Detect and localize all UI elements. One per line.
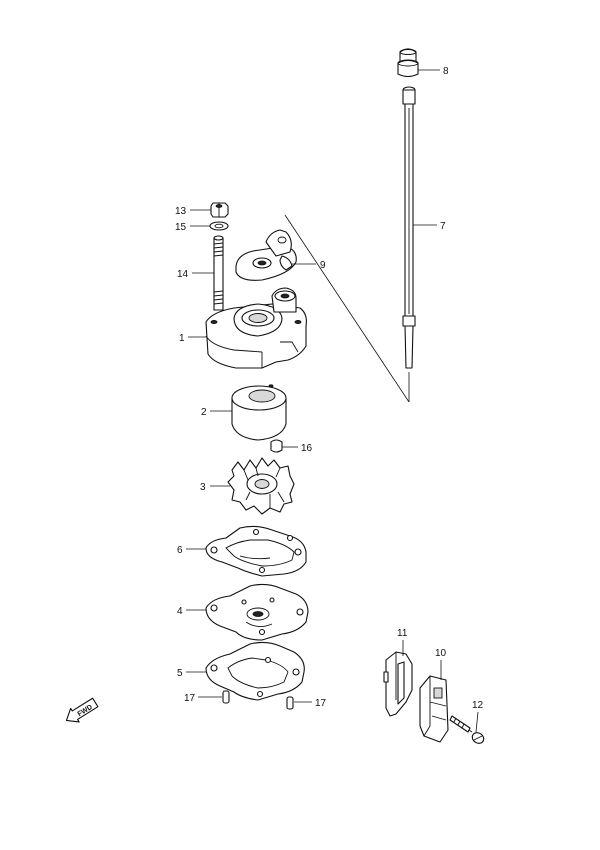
part-8-grommet bbox=[397, 48, 419, 78]
part-4-plate bbox=[205, 583, 309, 641]
callout-11: 11 bbox=[397, 628, 408, 639]
part-17-dowel-pin-right bbox=[286, 696, 294, 710]
part-1-pump-case bbox=[205, 287, 307, 369]
part-3-impeller bbox=[227, 457, 295, 515]
callout-6: 6 bbox=[177, 545, 183, 556]
part-16-key bbox=[270, 439, 283, 453]
part-17-dowel-pin-left bbox=[222, 690, 230, 704]
fwd-arrow: FWD bbox=[65, 697, 99, 723]
callout-2: 2 bbox=[201, 407, 207, 418]
callout-5: 5 bbox=[177, 668, 183, 679]
part-15-washer bbox=[209, 221, 229, 231]
leader-lines bbox=[186, 69, 479, 733]
callout-4: 4 bbox=[177, 606, 183, 617]
part-6-gasket bbox=[205, 525, 307, 577]
part-11-bracket bbox=[383, 651, 413, 717]
callout-16: 16 bbox=[301, 443, 313, 454]
callout-10: 10 bbox=[435, 648, 447, 659]
part-13-nut bbox=[210, 202, 229, 218]
part-10-cover bbox=[419, 675, 449, 743]
part-7-water-tube bbox=[402, 86, 416, 369]
callout-12: 12 bbox=[472, 700, 484, 711]
callout-17-left: 17 bbox=[184, 693, 196, 704]
part-9-tube-holder bbox=[235, 229, 297, 281]
callout-15: 15 bbox=[175, 222, 187, 233]
part-2-liner bbox=[231, 384, 287, 441]
callout-1: 1 bbox=[179, 333, 185, 344]
callout-14: 14 bbox=[177, 269, 189, 280]
callout-17-right: 17 bbox=[315, 698, 327, 709]
callout-7: 7 bbox=[440, 221, 446, 232]
callout-8: 8 bbox=[443, 66, 449, 77]
connection-line bbox=[284, 214, 410, 403]
part-12-screw bbox=[449, 715, 485, 744]
callout-numbers: 8 7 9 13 15 14 1 2 16 3 6 4 5 17 17 11 1… bbox=[175, 66, 484, 711]
callout-13: 13 bbox=[175, 206, 187, 217]
callout-3: 3 bbox=[200, 482, 206, 493]
callout-9: 9 bbox=[320, 260, 326, 271]
part-5-lower-gasket bbox=[205, 641, 305, 701]
part-14-stud-bolt bbox=[213, 235, 224, 311]
